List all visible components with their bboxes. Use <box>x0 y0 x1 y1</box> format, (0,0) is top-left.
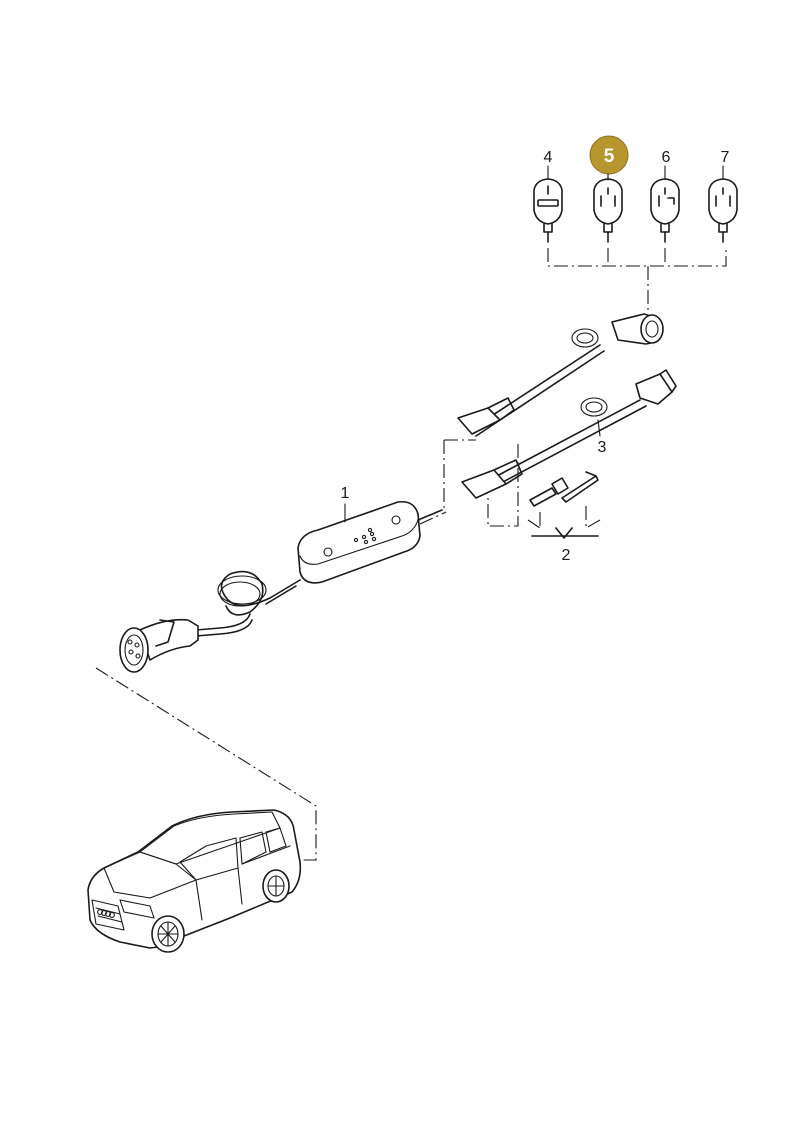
callout-5[interactable]: 5 <box>589 135 629 181</box>
vehicle <box>87 809 302 953</box>
callout-3-label: 3 <box>598 439 607 456</box>
callout-2[interactable]: 2 <box>562 547 571 564</box>
adapter-5-plug[interactable] <box>593 178 623 243</box>
vehicle-cable[interactable] <box>195 570 301 637</box>
callout-4-label: 4 <box>544 149 553 166</box>
adapter-6-plug[interactable] <box>650 178 680 243</box>
callout-7[interactable]: 7 <box>721 149 730 180</box>
callout-2-label: 2 <box>562 547 571 564</box>
callout-1[interactable]: 1 <box>341 485 350 523</box>
callout-6-label: 6 <box>662 149 671 166</box>
callout-7-label: 7 <box>721 149 730 166</box>
adapter-7-plug[interactable] <box>708 178 738 243</box>
adapter-4-plug[interactable] <box>533 178 563 243</box>
adapter-cable-upper[interactable] <box>457 313 664 437</box>
callout-4[interactable]: 4 <box>544 149 553 180</box>
plug-adapters <box>533 178 738 312</box>
control-box-1[interactable] <box>297 500 447 584</box>
callout-3[interactable]: 3 <box>597 419 607 456</box>
callout-5-highlight[interactable] <box>589 135 629 175</box>
callout-5-label: 5 <box>604 146 615 167</box>
callout-6[interactable]: 6 <box>662 149 671 180</box>
callout-1-label: 1 <box>341 485 350 502</box>
charging-cable-3[interactable] <box>461 369 677 499</box>
vehicle-connector[interactable] <box>119 618 199 673</box>
screw-and-key-2[interactable] <box>527 471 601 539</box>
